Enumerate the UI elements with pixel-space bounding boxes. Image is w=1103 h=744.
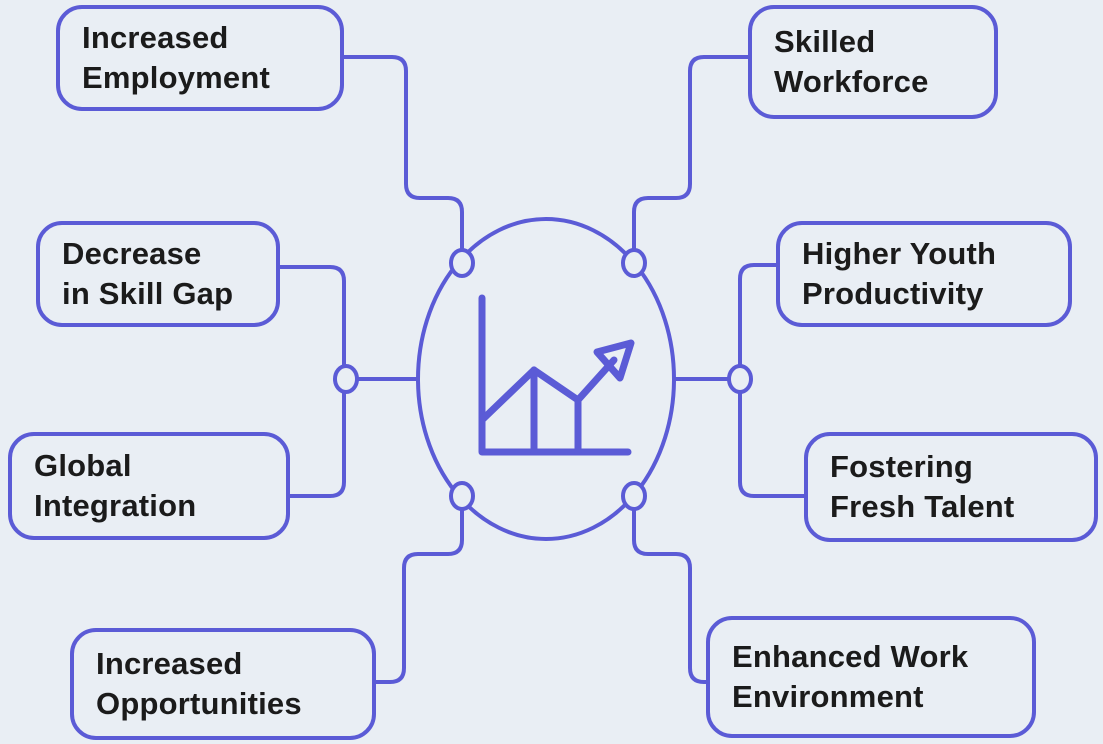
- node-global-integration: Global Integration: [8, 432, 290, 540]
- node-label-line-1: Increased: [96, 646, 243, 681]
- node-enhanced-work-environment: Enhanced Work Environment: [706, 616, 1036, 738]
- connector-skilled-workforce: [632, 55, 752, 252]
- knob-right: [727, 364, 753, 394]
- node-label-line-2: Integration: [34, 488, 197, 523]
- knob-bottom-left: [449, 481, 475, 511]
- node-label-line-2: Employment: [82, 60, 271, 95]
- knob-top-left: [449, 248, 475, 278]
- node-increased-employment: Increased Employment: [56, 5, 344, 111]
- node-label-line-2: Workforce: [774, 64, 929, 99]
- knob-top-right: [621, 248, 647, 278]
- node-label-line-1: Enhanced Work: [732, 639, 969, 674]
- node-skilled-workforce: Skilled Workforce: [748, 5, 998, 119]
- node-higher-youth-productivity: Higher Youth Productivity: [776, 221, 1072, 327]
- knob-left: [333, 364, 359, 394]
- node-label-line-1: Fostering: [830, 449, 974, 484]
- node-fostering-fresh-talent: Fostering Fresh Talent: [804, 432, 1098, 542]
- node-decrease-skill-gap: Decrease in Skill Gap: [36, 221, 280, 327]
- node-label-line-1: Increased: [82, 20, 229, 55]
- node-label-line-1: Higher Youth: [802, 236, 997, 271]
- node-label-line-2: in Skill Gap: [62, 276, 234, 311]
- knob-bottom-right: [621, 481, 647, 511]
- node-label-line-2: Productivity: [802, 276, 984, 311]
- node-label-line-1: Skilled: [774, 24, 876, 59]
- node-label-line-1: Decrease: [62, 236, 202, 271]
- bar-chart-growth-arrow-icon: [478, 294, 635, 456]
- connector-enhanced-work-environment: [632, 506, 710, 684]
- connector-increased-employment: [338, 55, 464, 252]
- node-label-line-2: Opportunities: [96, 686, 302, 721]
- connector-increased-opportunities: [372, 506, 464, 684]
- node-label-line-2: Environment: [732, 679, 924, 714]
- node-increased-opportunities: Increased Opportunities: [70, 628, 376, 740]
- node-label-line-2: Fresh Talent: [830, 489, 1015, 524]
- node-label-line-1: Global: [34, 448, 132, 483]
